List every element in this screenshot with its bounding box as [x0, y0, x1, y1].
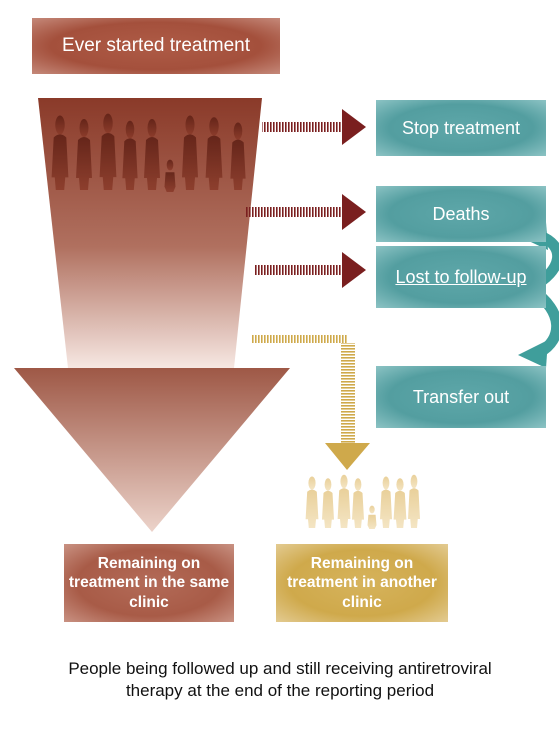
funnel — [38, 98, 262, 368]
stop-treatment-box: Stop treatment — [376, 100, 546, 156]
ever-started-treatment-box: Ever started treatment — [32, 18, 280, 74]
lost-to-follow-up-label: Lost to follow-up — [395, 266, 527, 287]
deaths-label: Deaths — [432, 203, 490, 224]
transfer-out-box: Transfer out — [376, 366, 546, 428]
people-silhouettes-icon — [51, 113, 246, 192]
remaining-another-clinic-box: Remaining on treatment in another clinic — [276, 544, 448, 622]
curved-arrow-head — [518, 340, 548, 368]
remaining-another-clinic-label: Remaining on treatment in another clinic — [287, 554, 437, 611]
arrow-right-icon — [262, 109, 366, 145]
caption: People being followed up and still recei… — [68, 659, 492, 701]
funnel-arrowhead — [14, 368, 290, 532]
stop-treatment-label: Stop treatment — [401, 117, 521, 138]
arrow-down-icon — [252, 335, 370, 470]
people-silhouettes-icon — [305, 474, 420, 529]
ever-started-treatment-label: Ever started treatment — [62, 35, 250, 56]
lost-to-follow-up-box: Lost to follow-up — [376, 246, 546, 308]
arrow-right-icon — [254, 252, 366, 288]
deaths-box: Deaths — [376, 186, 546, 242]
transfer-out-label: Transfer out — [412, 386, 510, 407]
remaining-same-clinic-box: Remaining on treatment in the same clini… — [64, 544, 234, 622]
arrow-right-icon — [245, 194, 366, 230]
remaining-same-clinic-label: Remaining on treatment in the same clini… — [68, 554, 230, 611]
